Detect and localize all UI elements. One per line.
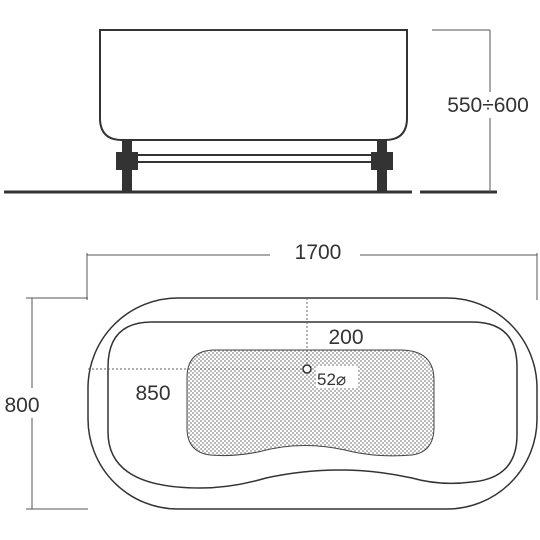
support-crossbar	[136, 154, 373, 163]
drain-offset-label: 200	[328, 326, 363, 349]
drain-position-label-bg	[126, 379, 178, 405]
left-leg-foot	[116, 152, 138, 170]
side-view: 550÷600	[4, 29, 538, 194]
drain-position-label: 850	[135, 382, 170, 405]
drain-diameter-label-bg	[316, 366, 358, 388]
right-leg-foot	[371, 152, 393, 170]
height-label-bg	[438, 92, 538, 118]
drain-diameter-label: 52⌀	[317, 370, 346, 389]
width-dimension-label: 800	[4, 394, 39, 417]
top-view: 1700 800 200 850 52⌀	[4, 241, 538, 510]
tub-side-profile	[99, 29, 408, 141]
drain-icon	[302, 364, 312, 374]
length-dimension-label: 1700	[295, 241, 342, 264]
height-dimension-label: 550÷600	[447, 94, 529, 117]
tub-floor-hatched-area	[186, 349, 435, 457]
